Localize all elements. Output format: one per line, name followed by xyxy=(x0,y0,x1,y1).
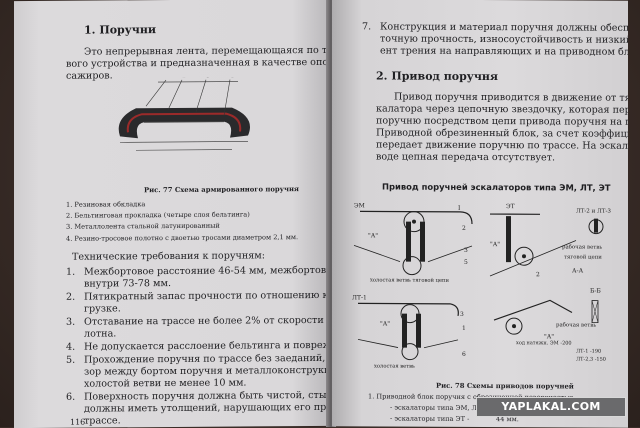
req-6-num: 6. xyxy=(66,391,76,403)
req-2-line-1: Пятикратный запас прочности по отношению… xyxy=(84,289,330,303)
figure-78-caption: Рис. 78 Схемы приводов поручней xyxy=(436,381,574,391)
label-3-1: 3 xyxy=(464,247,468,254)
label-3-2: 3 xyxy=(460,311,464,318)
intro-line-2: вого устройства и предназначенная в каче… xyxy=(66,56,330,70)
figure-77-caption: Рис. 77 Схема армированного поручня xyxy=(144,185,299,195)
label-idle-branch: холостая ветвь xyxy=(374,363,415,369)
req-3-line-2: лотна. xyxy=(84,328,117,340)
label-2-1: 2 xyxy=(462,225,466,232)
label-lt1: ЛТ-1 xyxy=(352,294,367,301)
req-1-num: 1. xyxy=(66,266,76,278)
figure-label-2: 2 xyxy=(182,77,186,80)
label-lt1-stroke: ЛТ-1 -190 xyxy=(576,349,601,355)
drive-legend-line-3: - эскалаторы типа ЭТ - xyxy=(390,414,470,423)
label-tension-stroke: ход натяжн. ЭМ -200 xyxy=(516,340,572,346)
req-3-line-1: Отставание на трассе не более 2% от скор… xyxy=(84,314,330,328)
req-2-line-2: грузке. xyxy=(84,303,121,315)
label-lt23-stroke: ЛТ-2,3 -150 xyxy=(576,357,606,363)
handrail-cross-section-figure: 1 2 3 4 xyxy=(118,77,250,151)
req-6-line-2: должны иметь утолщений, нарушающих его п… xyxy=(84,401,330,415)
req-1-line-1: Межбортовое расстояние 46-54 мм, межборт… xyxy=(84,264,330,278)
req-5-line-2: зор между бортом поручня и металлоконстр… xyxy=(84,364,330,378)
left-page: 1. Поручни Это непрерывная лента, переме… xyxy=(14,0,330,428)
req-5-line-3: холостой ветви не менее 10 мм. xyxy=(84,377,247,390)
handrail-drive-diagrams: ЭМ "А" I 2 3 5 холостая ветвь тяговой це… xyxy=(352,202,611,369)
label-bb: Б-Б xyxy=(590,288,601,295)
label-lt2-lt3: ЛТ-2 и ЛТ-3 xyxy=(576,209,611,215)
label-6-2: 6 xyxy=(462,351,466,358)
label-et: ЭТ xyxy=(506,203,515,210)
drive-legend-line-2: - эскалаторы типа ЭМ, ЛТ xyxy=(390,403,482,413)
label-5-1: 5 xyxy=(464,259,468,266)
req-6-line-3: трассе. xyxy=(84,415,121,427)
requirements-title: Технические требования к поручням: xyxy=(72,250,265,263)
figure-label-1: 1 xyxy=(164,77,168,80)
label-a-3: "А" xyxy=(490,241,500,248)
req-4-line-1: Не допускается расслоение бельтинга и по… xyxy=(84,339,330,353)
label-a-1: "А" xyxy=(368,232,378,239)
label-pull-chain: тяговой цепи xyxy=(564,254,602,260)
label-work-branch-2: рабочая ветвь xyxy=(556,321,596,328)
site-watermark: YAPLAKAL.COM xyxy=(476,397,626,417)
book-gutter xyxy=(326,0,336,427)
figure-78-title: Привод поручней эскалаторов типа ЭМ, ЛТ,… xyxy=(382,181,611,193)
req-2-num: 2. xyxy=(66,291,76,303)
label-1-2: 1 xyxy=(462,325,466,332)
label-a-2: "А" xyxy=(380,320,390,327)
legend-line-1: 1. Резиновая обкладка xyxy=(66,200,146,209)
label-em: ЭМ xyxy=(354,202,365,209)
req-3-num: 3. xyxy=(66,316,76,328)
label-2-3: 2 xyxy=(536,271,540,278)
right-page: 7. Конструкция и материал поручня должны… xyxy=(332,0,628,428)
page-number: 116 xyxy=(70,417,86,427)
item-7-line-3: ент трения на направляющих и на приводно… xyxy=(380,45,628,58)
label-idle-pull-branch: холостая ветвь тяговой цепи xyxy=(370,277,450,283)
label-a-4: "А" xyxy=(544,333,554,340)
section-heading-handrails: 1. Поручни xyxy=(84,23,157,37)
section-heading-drive: 2. Привод поручня xyxy=(376,69,499,84)
label-work-branch: рабочая ветвь xyxy=(562,243,602,250)
label-aa: А-А xyxy=(572,267,584,274)
legend-line-4: 4. Резино-тросовое полотно с двоетью тро… xyxy=(66,233,299,243)
figure-label-4: 4 xyxy=(230,77,234,79)
req-1-line-2: внутри 73-78 мм. xyxy=(84,278,172,290)
req-5-num: 5. xyxy=(66,354,76,366)
item-7-num: 7. xyxy=(362,21,372,33)
figure-label-3: 3 xyxy=(206,77,210,79)
body-line-6: воде цепная передача отсутствует. xyxy=(376,151,556,164)
req-4-num: 4. xyxy=(66,341,76,353)
legend-line-2: 2. Бельтинговая прокладка (четыре слоя б… xyxy=(66,210,250,220)
legend-line-3: 3. Металлолента стальной латунированный xyxy=(66,221,220,231)
label-I-1: I xyxy=(458,205,461,212)
